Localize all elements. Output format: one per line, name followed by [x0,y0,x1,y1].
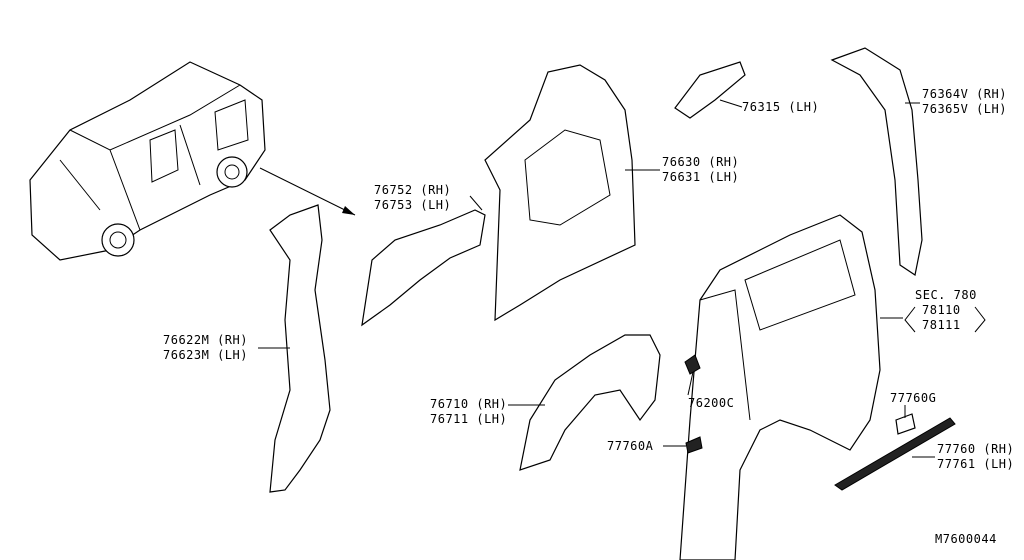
panel-76752 [361,209,486,327]
label-76752: 76752 (RH)76753 (LH) [374,183,452,212]
panel-76630 [484,64,636,322]
label-76622m: 76622M (RH)76623M (LH) [163,333,248,362]
body-side-78110 [679,214,881,560]
label-77760: 77760 (RH)77761 (LH) [937,442,1015,471]
label-76315: 76315 (LH) [742,100,820,114]
label-76710: 76710 (RH)76711 (LH) [430,397,508,426]
clip-77760g [895,413,916,435]
wheelhouse-76710 [519,334,661,471]
pillar-76622m [269,204,331,493]
clip-76200c [684,354,701,375]
label-76364v: 76364V (RH)76365V (LH) [922,87,1007,116]
moulding-77760 [834,417,956,491]
part-76315 [674,61,746,119]
screw-77760a [685,436,703,454]
diagram-id: M7600044 [935,532,997,546]
label-76200c: 76200C [688,396,735,410]
label-77760a: 77760A [607,439,654,453]
label-76630: 76630 (RH)76631 (LH) [662,155,740,184]
leader-lines [258,99,986,458]
label-77760g: 77760G [890,391,937,405]
part-76364v [830,47,923,276]
van-illustration [29,61,356,261]
